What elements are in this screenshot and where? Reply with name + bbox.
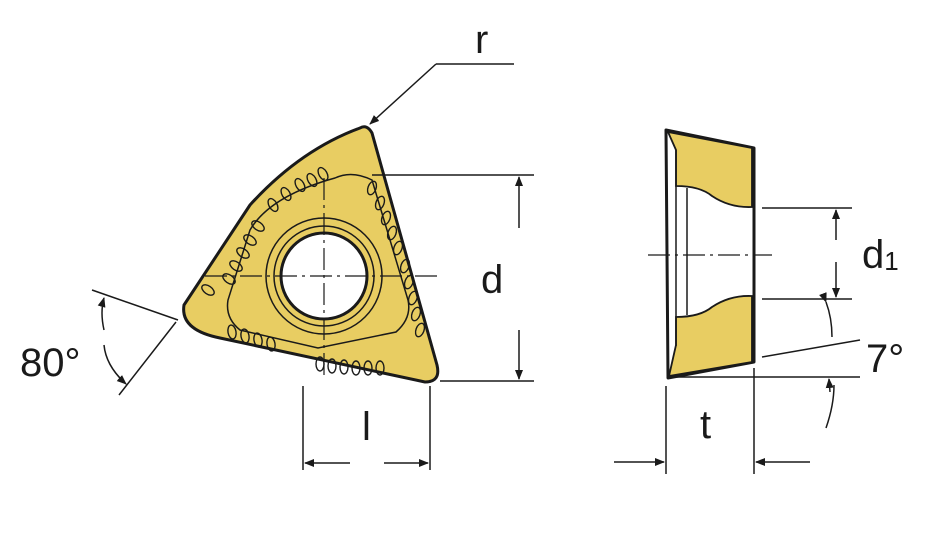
angle-7-label: 7°: [866, 337, 904, 381]
angle-80-dimension: 80°: [20, 289, 179, 396]
insert-side-view: [648, 128, 772, 380]
angle-80-label: 80°: [20, 341, 81, 385]
radius-leader: r: [369, 18, 514, 125]
chipbreaker-dimples: [201, 166, 426, 376]
d-label: d: [481, 258, 503, 302]
side-lower-section: [667, 295, 753, 378]
d1-label: d1: [862, 233, 899, 277]
t-dimension: t: [614, 368, 810, 474]
t-label: t: [700, 403, 711, 447]
insert-top-view: [182, 125, 440, 384]
side-upper-section: [666, 130, 753, 208]
d-dimension: d: [372, 174, 534, 382]
chipbreaker-contour: [226, 173, 410, 349]
radius-label: r: [475, 18, 488, 62]
angle-7-dimension: 7°: [672, 292, 904, 429]
l-label: l: [362, 405, 371, 449]
l-dimension: l: [302, 386, 431, 470]
d1-dimension: d1: [762, 207, 899, 300]
